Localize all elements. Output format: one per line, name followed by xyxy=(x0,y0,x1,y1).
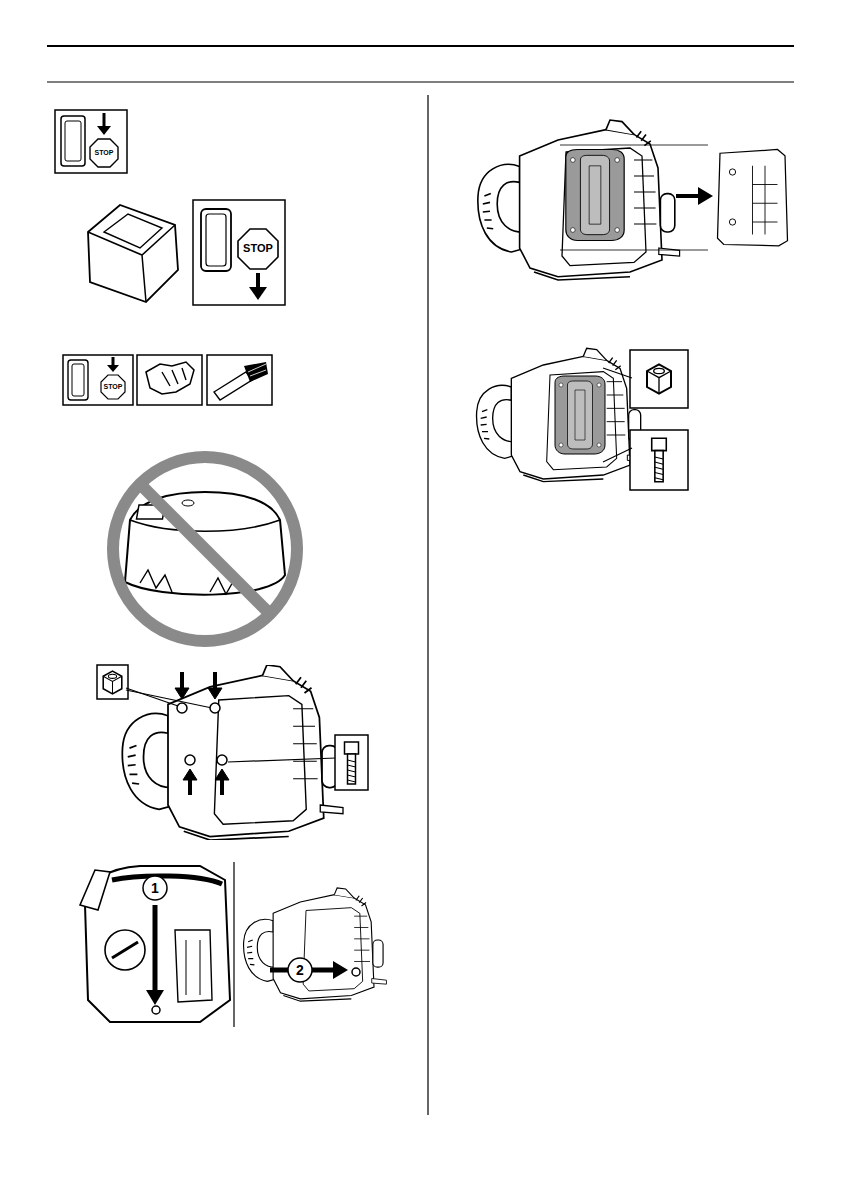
safety-icon-row-part xyxy=(63,355,133,405)
stop-switch-illustration-part xyxy=(206,214,226,266)
safety-icon-row-part xyxy=(146,362,194,394)
stop-switch-illustration xyxy=(88,200,285,305)
cover-removal-steps-part xyxy=(143,876,167,900)
header-rule xyxy=(47,46,794,82)
saw-cover-fasteners-part xyxy=(122,665,343,840)
cover-removal-steps-part xyxy=(112,876,222,884)
saw-cover-fasteners-part xyxy=(177,703,187,713)
cover-removed-view-part xyxy=(560,250,708,251)
cover-removal-steps-part xyxy=(186,940,200,995)
saw-cover-fasteners-part xyxy=(126,690,212,708)
safety-icon-row-part xyxy=(248,364,266,376)
saw-cover-fasteners-part xyxy=(185,755,195,765)
cover-removal-steps-part xyxy=(233,862,234,1027)
cover-removal-steps-part xyxy=(105,930,145,970)
stop-sign-text: STOP xyxy=(95,383,131,390)
safety-icon-row-part xyxy=(137,355,202,405)
cover-removal-steps-part xyxy=(85,866,230,1022)
safety-icon-row-part xyxy=(244,362,268,382)
saw-cover-fasteners-part xyxy=(126,688,178,706)
safety-icon-row-part xyxy=(107,365,119,372)
stop-switch-icon-part xyxy=(103,113,106,127)
saw-cover-fasteners-part-part xyxy=(180,672,184,690)
column-divider xyxy=(427,95,428,1115)
cover-removal-steps-part xyxy=(288,958,312,982)
saw-cover-fasteners xyxy=(97,665,368,840)
safety-icon-row-part xyxy=(207,355,272,405)
stop-switch-illustration-part xyxy=(104,214,162,248)
cover-removed-view-part xyxy=(478,120,680,280)
cover-removal-steps-part xyxy=(152,1006,160,1014)
callout-number: 2 xyxy=(290,963,310,977)
cover-removal-steps-part xyxy=(153,905,158,992)
saw-cover-fasteners-part-part xyxy=(188,778,192,795)
muffler-fasteners-view-part xyxy=(630,350,688,408)
saw-cover-fasteners-part xyxy=(103,671,122,694)
stop-switch-icon-part xyxy=(65,121,81,161)
muffler-fasteners-view-part xyxy=(603,448,632,462)
stop-switch-illustration-part xyxy=(249,287,267,300)
saw-cover-fasteners-part xyxy=(210,703,220,713)
safety-icon-row-part xyxy=(214,372,252,400)
stop-switch-illustration-part xyxy=(256,273,260,289)
saw-cover-fasteners-part xyxy=(217,755,227,765)
stop-switch-illustration-part xyxy=(201,209,231,271)
stop-sign-text: STOP xyxy=(233,243,283,254)
saw-cover-fasteners-part xyxy=(345,742,359,784)
cover-removed-view-part xyxy=(560,145,708,146)
muffler-fasteners-view xyxy=(477,348,688,490)
cover-removed-view-part xyxy=(718,150,788,246)
stop-switch-icon-part xyxy=(61,116,85,166)
header-rule-part xyxy=(47,81,794,82)
cover-removal-steps-part xyxy=(175,930,212,1002)
saw-cover-fasteners-part xyxy=(335,735,368,790)
saw-cover-fasteners-part xyxy=(175,672,229,795)
saw-cover-fasteners-part-part xyxy=(183,769,197,780)
muffler-fasteners-view-part xyxy=(647,364,671,393)
cover-removal-steps-part xyxy=(112,942,138,958)
muffler-fasteners-view-part xyxy=(603,368,632,378)
saw-cover-fasteners-part xyxy=(97,665,128,699)
header-rule-part xyxy=(47,45,794,47)
saw-cover-fasteners-part-part xyxy=(208,688,222,699)
prohibited-muffler-part xyxy=(140,484,270,614)
muffler-fasteners-view-part xyxy=(652,438,667,482)
muffler-fasteners-view-part xyxy=(477,348,645,481)
callout-number: 1 xyxy=(145,881,165,895)
safety-icon-row-part xyxy=(112,357,115,366)
cover-removal-steps-part xyxy=(333,961,348,979)
prohibited-muffler-part xyxy=(130,520,280,531)
saw-cover-fasteners-part-part xyxy=(213,672,217,690)
stop-sign-text: STOP xyxy=(86,149,122,156)
stop-switch-icon xyxy=(55,110,127,173)
prohibited-muffler-part xyxy=(140,570,234,594)
safety-icon-row-part xyxy=(162,368,186,386)
prohibited-muffler-part xyxy=(182,500,194,506)
safety-icon-row-part xyxy=(72,364,84,396)
saw-cover-fasteners-part-part xyxy=(215,769,229,780)
saw-cover-fasteners-part-part xyxy=(175,688,189,699)
stop-switch-icon-part xyxy=(55,110,127,173)
stop-switch-icon-part xyxy=(97,126,111,135)
muffler-fasteners-view-part xyxy=(630,430,688,490)
prohibited-muffler xyxy=(113,457,297,641)
cover-removed-view-part xyxy=(698,187,713,205)
saw-cover-fasteners-part xyxy=(228,758,336,762)
cover-removal-steps-part xyxy=(80,870,110,910)
saw-cover-fasteners-part-part xyxy=(220,778,224,795)
safety-icon-row-part xyxy=(68,360,88,400)
cover-removed-view xyxy=(478,120,788,280)
cover-removal-steps xyxy=(80,862,386,1027)
cover-removal-steps-part xyxy=(352,968,360,976)
muffler-fasteners-view-part xyxy=(555,376,605,454)
stop-switch-illustration-part xyxy=(88,205,178,302)
safety-icon-row xyxy=(63,355,272,405)
prohibited-muffler-part xyxy=(113,457,297,641)
cover-removed-view-part xyxy=(566,150,624,241)
cover-removal-steps-part xyxy=(244,888,387,1001)
cover-removal-steps-part xyxy=(146,990,164,1005)
stop-switch-illustration-part xyxy=(193,200,285,305)
cover-removed-view-part xyxy=(676,194,700,198)
